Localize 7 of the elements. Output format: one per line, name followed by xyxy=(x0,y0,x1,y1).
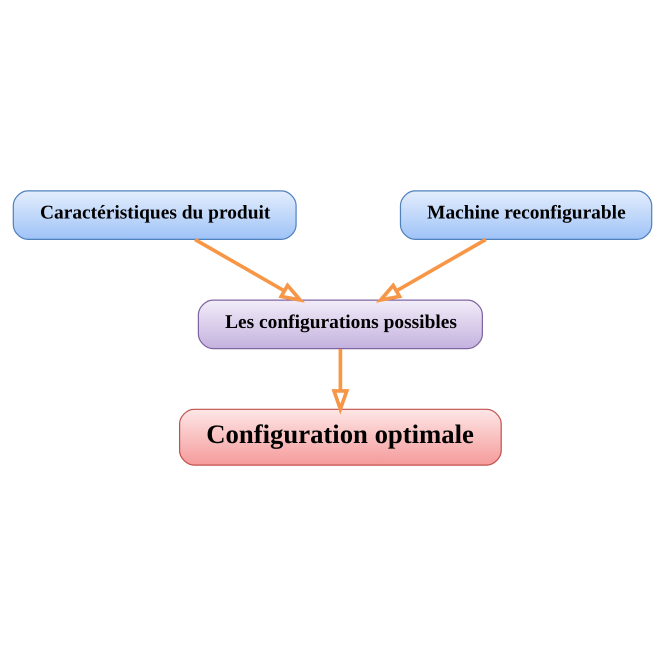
arrow xyxy=(194,237,305,302)
node-box: Machine reconfigurable xyxy=(400,190,652,240)
arrow xyxy=(331,348,350,414)
node-box: Configuration optimale xyxy=(178,408,502,466)
node-box: Caractéristiques du produit xyxy=(12,190,297,240)
node-box: Les configurations possibles xyxy=(198,298,483,349)
arrow xyxy=(376,237,487,302)
